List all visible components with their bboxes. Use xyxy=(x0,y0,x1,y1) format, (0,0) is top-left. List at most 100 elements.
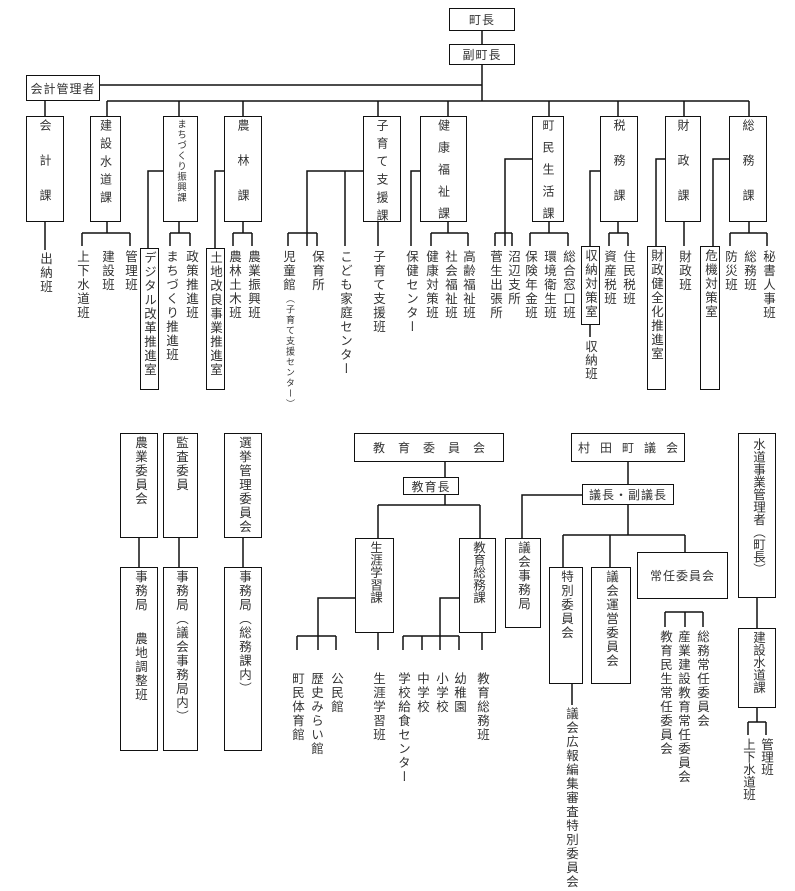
water-manager-label: 水道事業管理者（町長） xyxy=(751,438,766,576)
accounting-manager-box: 会計管理者 xyxy=(26,75,100,101)
unit-yochien: 幼稚園 xyxy=(452,672,467,714)
unit-jidokan: 児童館 xyxy=(281,250,296,292)
office-tochi-box: 土地改良事業推進室 xyxy=(206,248,225,390)
secretariat-senkyo-box: 事務局（総務課内） xyxy=(224,567,262,751)
committee-senkyo-label: 選挙管理委員会 xyxy=(237,436,252,534)
unit-shogai-gakushu: 生涯学習班 xyxy=(371,672,386,742)
unit-nogyoshinko: 農業振興班 xyxy=(246,250,261,320)
dept-kenko-label: 健康福祉課 xyxy=(436,119,451,229)
special-committee-label: 特別委員会 xyxy=(559,570,574,640)
secretariat-kansa-box: 事務局（議会事務局内） xyxy=(163,567,198,751)
dept-kenko-box: 健康福祉課 xyxy=(420,116,467,229)
dept-zeimu-box: 税務課 xyxy=(600,116,638,224)
unit-shisanzei: 資産税班 xyxy=(602,250,617,306)
committee-senkyo-box: 選挙管理委員会 xyxy=(224,433,262,538)
dept-somu-label: 総務課 xyxy=(741,119,755,224)
unit-kyushoku: 学校給食センター xyxy=(396,672,411,784)
vice-mayor-box: 副町長 xyxy=(449,44,515,65)
steering-committee-box: 議会運営委員会 xyxy=(591,567,631,684)
unit-chugakko: 中学校 xyxy=(415,672,430,714)
unit-suito: 出納班 xyxy=(38,252,53,294)
education-board-box: 教育委員会 xyxy=(354,433,504,462)
unit-sugo: 菅生出張所 xyxy=(488,250,503,320)
unit-kodomo-katei: こども家庭センター xyxy=(338,250,353,376)
unit-chomin-taiikukan: 町民体育館 xyxy=(290,672,305,742)
mayor-label: 町長 xyxy=(468,13,495,27)
dept-norin-box: 農林課 xyxy=(224,116,262,224)
dept-kaikei-box: 会計課 xyxy=(26,116,64,224)
office-digital-box: デジタル改革推進室 xyxy=(140,248,159,390)
lifelong-learning-label: 生涯学習課 xyxy=(368,541,383,604)
unit-somu-jonin: 総務常任委員会 xyxy=(695,630,710,728)
vice-mayor-label: 副町長 xyxy=(462,48,502,62)
unit-hisho-jinji: 秘書人事班 xyxy=(761,250,776,320)
unit-kenko-taisaku: 健康対策班 xyxy=(424,250,439,320)
steering-committee-label: 議会運営委員会 xyxy=(604,570,619,668)
accounting-manager-label: 会計管理者 xyxy=(30,81,96,96)
secretariat-nogyo-box: 事務局 農地調整班 xyxy=(120,567,158,751)
committee-kansa-box: 監査委員 xyxy=(163,433,198,538)
water-division-box: 建設水道課 xyxy=(738,628,776,708)
committee-nogyo-label: 農業委員会 xyxy=(133,436,148,506)
unit-koho-henshu: 議会広報編集審査特別委員会 xyxy=(564,707,579,889)
office-zaisei-kenzen-box: 財政健全化推進室 xyxy=(647,246,666,390)
unit-seisaku: 政策推進班 xyxy=(184,250,199,320)
water-division-label: 建設水道課 xyxy=(751,631,766,694)
office-kiki-label: 危機対策室 xyxy=(703,249,718,319)
unit-bosai: 防災班 xyxy=(723,250,738,292)
special-committee-box: 特別委員会 xyxy=(549,567,583,684)
unit-kyoiku-somu: 教育総務班 xyxy=(475,672,490,742)
education-general-label: 教育総務課 xyxy=(471,541,486,604)
dept-zaisei-label: 財政課 xyxy=(676,119,690,224)
secretariat-senkyo-label: 事務局（総務課内） xyxy=(237,570,252,696)
unit-sangyo-kensetsu: 産業建設教育常任委員会 xyxy=(676,630,691,784)
unit-kominkan: 公民館 xyxy=(329,672,344,714)
office-tochi-label: 土地改良事業推進室 xyxy=(208,251,223,377)
assembly-secretariat-box: 議会事務局 xyxy=(505,538,541,628)
chair-label: 議長・副議長 xyxy=(588,488,667,502)
office-kiki-box: 危機対策室 xyxy=(700,246,720,390)
unit-jidokan-group: 児童館 （子育て支援センター） xyxy=(281,250,296,410)
dept-zeimu-label: 税務課 xyxy=(612,119,626,224)
dept-norin-label: 農林課 xyxy=(236,119,250,224)
office-zaisei-kenzen-label: 財政健全化推進室 xyxy=(649,249,664,361)
unit-norindoboku: 農林土木班 xyxy=(227,250,242,320)
unit-hoikusho: 保育所 xyxy=(310,250,325,292)
dept-kensetsu-box: 建設水道課 xyxy=(90,116,121,222)
unit-shogakko: 小学校 xyxy=(434,672,449,714)
office-shuno-box: 収納対策室 xyxy=(581,246,600,325)
water-manager-box: 水道事業管理者（町長） xyxy=(738,433,776,598)
dept-kaikei-label: 会計課 xyxy=(38,119,52,224)
unit-kensetsu: 建設班 xyxy=(100,250,115,292)
dept-somu-box: 総務課 xyxy=(729,116,767,224)
dept-kosodate-label: 子育て支援課 xyxy=(375,119,389,227)
education-board-label: 教育委員会 xyxy=(372,441,498,455)
unit-kanri: 管理班 xyxy=(123,250,138,292)
dept-kosodate-box: 子育て支援課 xyxy=(363,116,401,227)
superintendent-box: 教育長 xyxy=(403,477,459,495)
unit-hoken-nenkin: 保険年金班 xyxy=(523,250,538,320)
unit-sogo-madoguchi: 総合窓口班 xyxy=(561,250,576,320)
unit-somu: 総務班 xyxy=(742,250,757,292)
unit-numabe: 沼辺支所 xyxy=(506,250,521,306)
office-shuno-label: 収納対策室 xyxy=(583,249,598,319)
unit-water-jogesuido: 上下水道班 xyxy=(741,738,756,801)
assembly-box: 村田町議会 xyxy=(571,433,685,462)
education-general-box: 教育総務課 xyxy=(459,538,496,633)
unit-jogesuido: 上下水道班 xyxy=(75,250,90,320)
lifelong-learning-box: 生涯学習課 xyxy=(355,538,394,633)
dept-chomin-box: 町民生活課 xyxy=(532,116,564,229)
superintendent-label: 教育長 xyxy=(411,479,451,494)
secretariat-nogyo-label: 事務局 xyxy=(133,570,148,612)
dept-zaisei-box: 財政課 xyxy=(665,116,701,224)
unit-kankyo-eisei: 環境衛生班 xyxy=(542,250,557,320)
unit-juminzei: 住民税班 xyxy=(621,250,636,306)
unit-kosodate-shien: 子育て支援班 xyxy=(371,250,386,334)
unit-hoken-center: 保健センター xyxy=(404,250,419,334)
unit-korei-fukushi: 高齢福祉班 xyxy=(461,250,476,320)
secretariat-kansa-label: 事務局（議会事務局内） xyxy=(174,570,189,724)
assembly-secretariat-label: 議会事務局 xyxy=(516,541,531,611)
unit-rekishi-mirai: 歴史みらい館 xyxy=(309,672,324,756)
dept-machizukuri-label: まちづくり振興課 xyxy=(175,119,186,203)
